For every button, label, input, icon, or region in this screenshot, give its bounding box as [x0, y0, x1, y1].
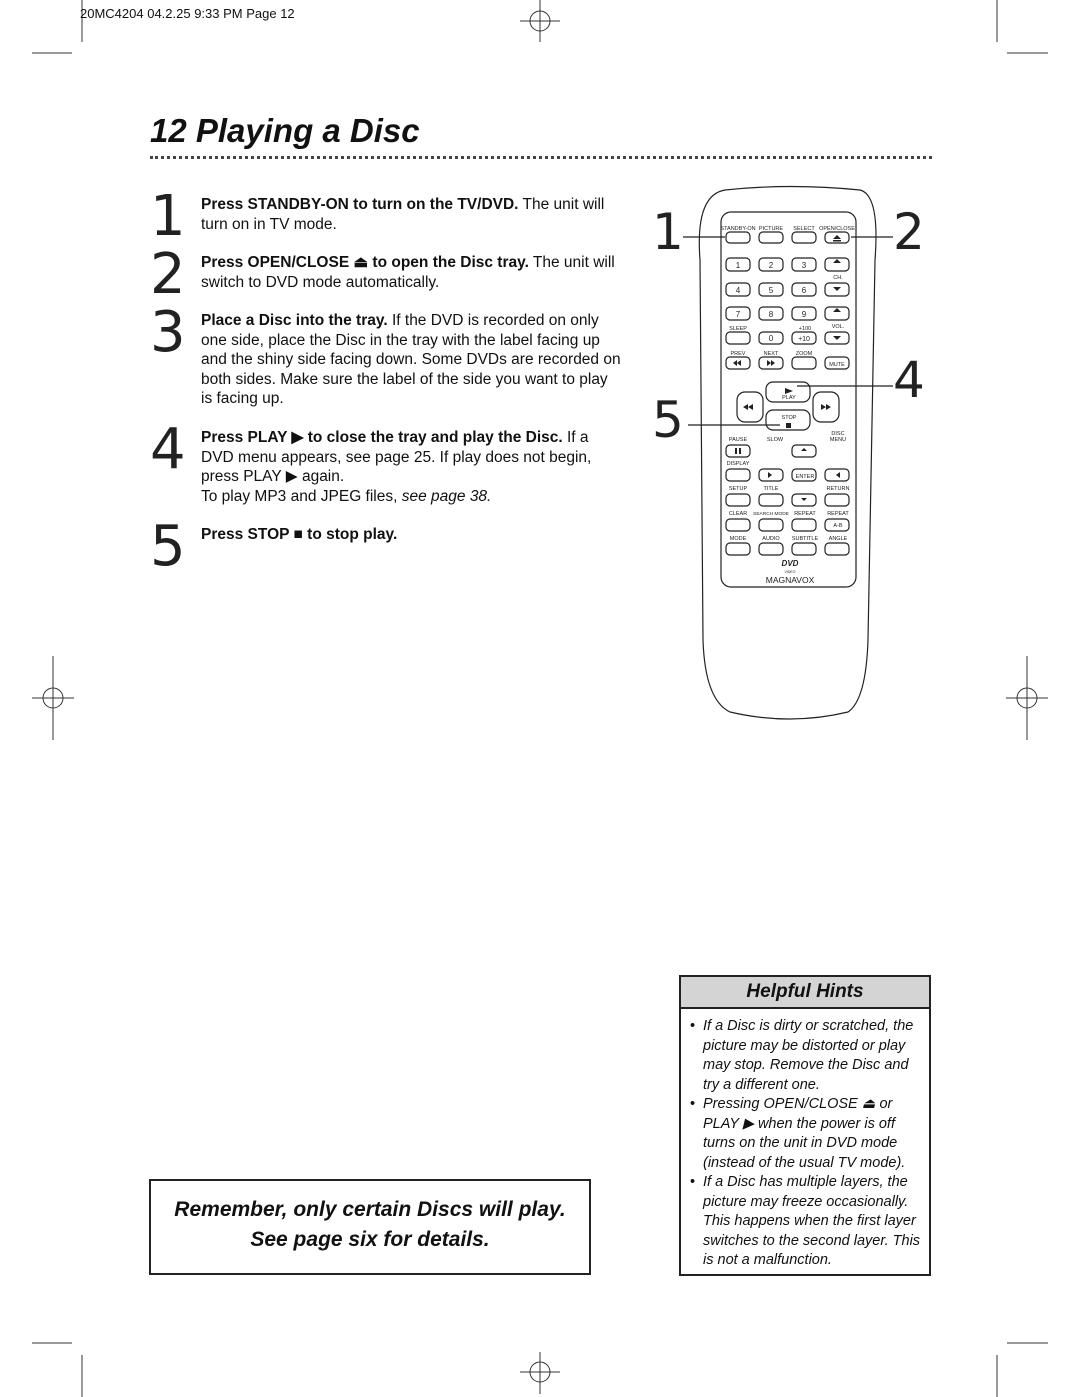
svg-text:SETUP: SETUP — [729, 486, 748, 492]
step-extra-ref: see page 38. — [397, 487, 492, 505]
callout-1: 1 — [652, 203, 684, 261]
svg-text:TITLE: TITLE — [764, 486, 779, 492]
svg-text:DISPLAY: DISPLAY — [727, 461, 750, 467]
svg-text:1: 1 — [736, 261, 741, 270]
remote-control-illustration: STANDBY-ON PICTURE SELECT OPEN/CLOSE 1 2… — [683, 185, 893, 720]
helpful-hints-box: Helpful Hints If a Disc is dirty or scra… — [679, 975, 931, 1276]
svg-text:VOL.: VOL. — [832, 324, 845, 330]
svg-text:MODE: MODE — [730, 536, 747, 542]
svg-text:8: 8 — [769, 310, 774, 319]
svg-text:SUBTITLE: SUBTITLE — [792, 536, 819, 542]
dvd-logo: DVD — [782, 559, 799, 568]
svg-text:MUTE: MUTE — [829, 362, 845, 368]
svg-text:4: 4 — [736, 286, 741, 295]
step-number: 2 — [150, 242, 186, 307]
svg-text:ENTER: ENTER — [796, 474, 815, 480]
callout-4: 4 — [893, 351, 925, 409]
svg-text:ANGLE: ANGLE — [829, 536, 848, 542]
hint-item: If a Disc has multiple layers, the pictu… — [690, 1173, 921, 1271]
page-title: 12 Playing a Disc — [150, 112, 420, 149]
step-number: 3 — [150, 300, 186, 365]
step-number: 5 — [150, 514, 186, 579]
svg-text:AUDIO: AUDIO — [762, 536, 780, 542]
svg-text:VIDEO: VIDEO — [785, 570, 796, 574]
svg-text:+100: +100 — [799, 326, 811, 332]
step-number: 4 — [150, 417, 186, 482]
remember-line-2: See page six for details. — [250, 1228, 490, 1251]
label-select: SELECT — [793, 226, 815, 232]
hint-item: If a Disc is dirty or scratched, the pic… — [690, 1017, 921, 1095]
print-slug: 20MC4204 04.2.25 9:33 PM Page 12 — [80, 6, 295, 21]
svg-text:CH.: CH. — [833, 275, 843, 281]
svg-text:PAUSE: PAUSE — [729, 437, 748, 443]
remember-line-1: Remember, only certain Discs will play. — [174, 1198, 566, 1221]
label-openclose: OPEN/CLOSE — [819, 226, 855, 232]
svg-text:PREV: PREV — [731, 351, 746, 357]
svg-text:CLEAR: CLEAR — [729, 511, 747, 517]
hints-list: If a Disc is dirty or scratched, the pic… — [681, 1009, 929, 1271]
svg-text:PLAY: PLAY — [782, 395, 796, 401]
callout-5: 5 — [652, 391, 684, 449]
svg-text:7: 7 — [736, 310, 741, 319]
step-bold: Press STANDBY-ON to turn on the TV/DVD. — [201, 196, 519, 213]
callout-2: 2 — [893, 203, 925, 261]
svg-text:REPEAT: REPEAT — [827, 511, 849, 517]
svg-text:REPEAT: REPEAT — [794, 511, 816, 517]
svg-text:SLEEP: SLEEP — [729, 326, 747, 332]
brand-logo: MAGNAVOX — [766, 575, 815, 585]
svg-text:9: 9 — [802, 310, 807, 319]
svg-text:0: 0 — [769, 334, 774, 343]
step-text: If a DVD menu appears, see page 25. If p… — [201, 429, 592, 485]
svg-text:A-B: A-B — [833, 523, 843, 529]
svg-text:DISC: DISC — [831, 431, 844, 437]
svg-text:ZOOM: ZOOM — [796, 351, 813, 357]
svg-text:3: 3 — [802, 261, 807, 270]
step-bold: Press OPEN/CLOSE ⏏ to open the Disc tray… — [201, 254, 529, 271]
step-bold: Press STOP ■ to stop play. — [201, 526, 398, 543]
step-number: 1 — [150, 184, 186, 249]
step-bold: Press PLAY ▶ to close the tray and play … — [201, 429, 563, 446]
hint-item: Pressing OPEN/CLOSE ⏏ or PLAY ▶ when the… — [690, 1095, 921, 1173]
step-bold: Place a Disc into the tray. — [201, 312, 388, 329]
svg-text:SEARCH MODE: SEARCH MODE — [753, 511, 789, 517]
label-standby: STANDBY-ON — [720, 226, 755, 232]
svg-text:MENU: MENU — [830, 437, 846, 443]
svg-text:RETURN: RETURN — [827, 486, 850, 492]
svg-text:+10: +10 — [798, 336, 810, 343]
step-text: If the DVD is recorded on only one side,… — [201, 312, 621, 407]
svg-text:SLOW: SLOW — [767, 437, 784, 443]
label-picture: PICTURE — [759, 226, 783, 232]
step-text: The unit will switch to DVD mode automat… — [201, 254, 615, 291]
step-text: The unit will turn on in TV mode. — [201, 196, 605, 233]
svg-text:STOP: STOP — [782, 415, 797, 421]
svg-text:6: 6 — [802, 286, 807, 295]
step-extra: To play MP3 and JPEG files, — [201, 487, 398, 505]
svg-text:NEXT: NEXT — [764, 351, 779, 357]
svg-text:5: 5 — [769, 286, 774, 295]
remember-box: Remember, only certain Discs will play. … — [149, 1179, 591, 1275]
svg-text:2: 2 — [769, 261, 774, 270]
dotted-rule — [150, 156, 932, 159]
hints-heading: Helpful Hints — [681, 977, 929, 1009]
